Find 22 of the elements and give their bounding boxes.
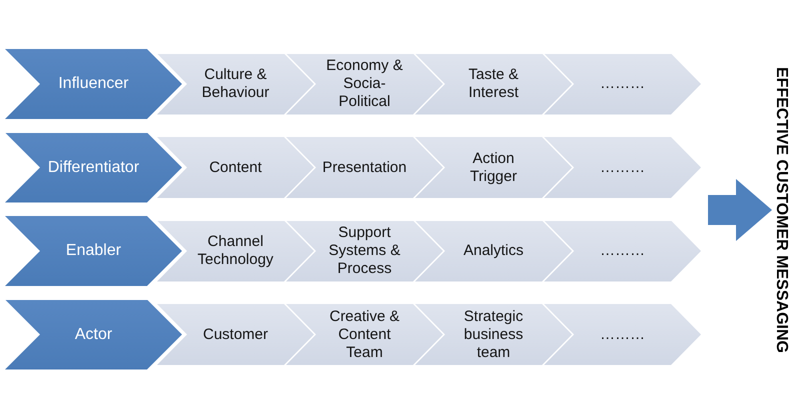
vertical-heading: EFFECTIVE CUSTOMER MESSAGING xyxy=(772,67,790,353)
step-label: Action Trigger xyxy=(469,150,518,186)
step-label: Economy & Socia-Political xyxy=(325,57,404,111)
step-label: Creative & Content Team xyxy=(328,308,401,362)
step-label: Analytics xyxy=(463,242,524,260)
step-label: Culture & Behaviour xyxy=(200,66,270,102)
block-arrow xyxy=(708,178,772,241)
step-label: Strategic business team xyxy=(462,308,524,362)
step-label: ……… xyxy=(600,326,645,344)
step-label: Content xyxy=(209,158,262,176)
step-label: Customer xyxy=(202,326,268,344)
category-label: Influencer xyxy=(58,74,129,94)
step-label: Support Systems & Process xyxy=(328,224,402,278)
step-label: ……… xyxy=(600,158,645,176)
category-label: Differentiator xyxy=(48,158,140,178)
category-label: Enabler xyxy=(66,241,122,261)
step-label: Channel Technology xyxy=(196,233,274,269)
category-label: Actor xyxy=(74,324,112,344)
step-label: ……… xyxy=(600,242,645,260)
step-label: ……… xyxy=(600,75,645,93)
step-label: Presentation xyxy=(322,158,407,176)
step-label: Taste & Interest xyxy=(467,66,520,102)
